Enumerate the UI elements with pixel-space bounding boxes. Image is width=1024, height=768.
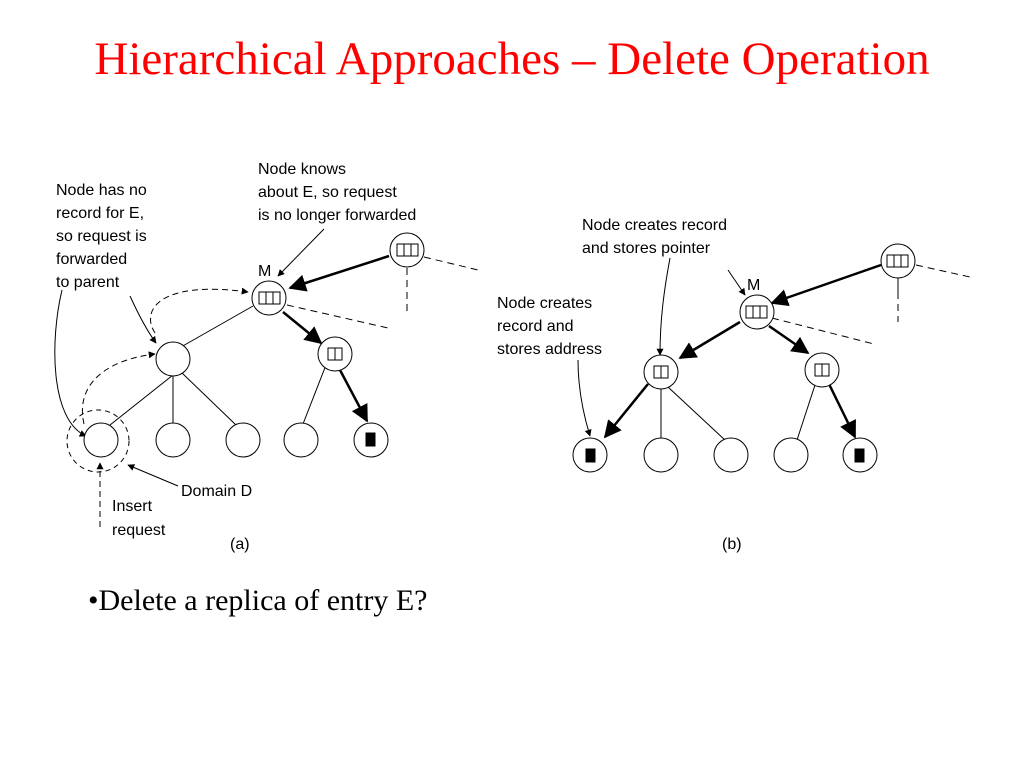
label-m-b: M xyxy=(747,277,760,294)
tree-edges-b xyxy=(660,278,899,442)
label-domain-d: Domain D xyxy=(181,483,252,500)
record-symbols-b xyxy=(585,254,909,463)
nodes-b xyxy=(572,243,916,473)
slide-title: Hierarchical Approaches – Delete Operati… xyxy=(94,33,930,85)
tree-edges-a xyxy=(109,305,327,426)
replica-icon xyxy=(854,448,865,463)
diagram-b: Node creates record and stores pointer N… xyxy=(497,217,971,553)
pointer-arrows-b xyxy=(577,257,746,437)
label-creates-address: Node creates record and stores address xyxy=(497,295,602,358)
leaf-node-b xyxy=(773,437,809,473)
dashed-edges-b xyxy=(771,264,971,345)
leaf-node-b xyxy=(643,437,679,473)
leaf-node-a xyxy=(155,422,191,458)
request-arrows-a xyxy=(82,287,249,527)
record-icon xyxy=(814,363,830,377)
leaf-node-a xyxy=(283,422,319,458)
record-icon xyxy=(327,347,343,361)
record-icon xyxy=(745,305,768,319)
bullet-question: •Delete a replica of entry E? xyxy=(88,584,428,617)
replica-icon xyxy=(365,432,376,447)
record-icon xyxy=(396,243,419,257)
record-symbols-a xyxy=(258,243,419,447)
record-icon xyxy=(653,365,669,379)
leaf-node-a xyxy=(83,422,119,458)
label-node-knows: Node knows about E, so request is no lon… xyxy=(258,161,416,224)
dashed-edges-a xyxy=(286,256,479,329)
label-node-no-record: Node has no record for E, so request is … xyxy=(56,182,151,291)
bold-arrows-b xyxy=(603,263,882,439)
caption-a: (a) xyxy=(230,536,250,553)
label-insert-request: Insert request xyxy=(112,498,166,539)
label-m-a: M xyxy=(258,263,271,280)
pointer-arrows-a xyxy=(54,228,325,487)
node-parent-a xyxy=(155,341,191,377)
label-creates-pointer: Node creates record and stores pointer xyxy=(582,217,731,257)
bold-arrows-a xyxy=(282,254,390,423)
domain-d-boundary xyxy=(66,409,130,473)
leaf-node-b xyxy=(713,437,749,473)
diagram-a: Node has no record for E, so request is … xyxy=(54,161,479,553)
caption-b: (b) xyxy=(722,536,742,553)
nodes-a xyxy=(83,232,425,458)
record-icon xyxy=(886,254,909,268)
replica-icon xyxy=(585,448,596,463)
leaf-node-a xyxy=(225,422,261,458)
record-icon xyxy=(258,291,281,305)
